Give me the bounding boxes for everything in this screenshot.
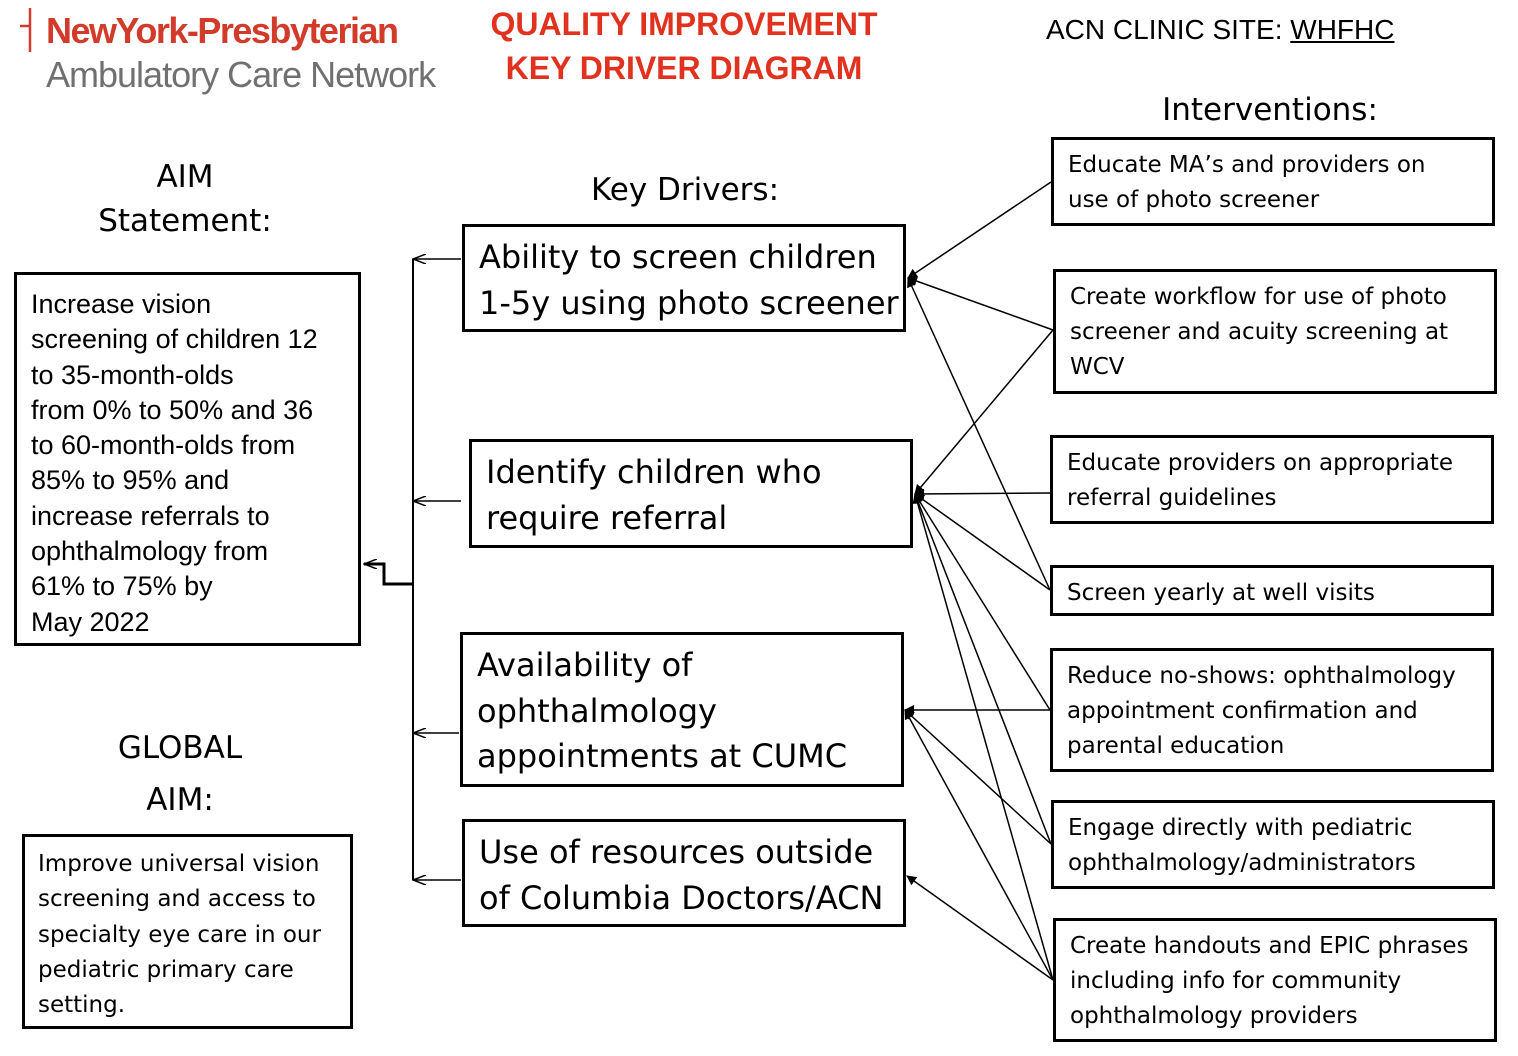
spine-to-aim-arrow	[364, 564, 413, 586]
key-driver-box-screening: Ability to screen children 1-5y using ph…	[462, 224, 906, 332]
global-aim-line: Improve universal vision	[38, 851, 320, 877]
global-aim-heading-line2: AIM:	[146, 782, 214, 818]
intervention-to-driver-arrow	[914, 488, 1051, 499]
intervention-line: Create handouts and EPIC phrases	[1070, 933, 1469, 959]
clinic-site-value: WHFHC	[1290, 14, 1395, 45]
intervention-line: WCV	[1070, 354, 1125, 380]
aim-heading-line1: AIM	[156, 159, 214, 195]
intervention-to-driver-arrow	[906, 875, 1054, 981]
intervention-line: use of photo screener	[1068, 187, 1320, 213]
aim-line: to 60-month-olds from	[31, 430, 296, 461]
intervention-box-educate-ma: Educate MA’s and providers on use of pho…	[1051, 137, 1495, 226]
global-aim-line: specialty eye care in our	[38, 921, 321, 948]
intervention-line: referral guidelines	[1067, 485, 1277, 511]
driver-line: ophthalmology	[477, 691, 717, 730]
intervention-to-driver-arrow	[907, 181, 1052, 279]
intervention-to-driver-arrow	[914, 493, 1051, 591]
key-driver-box-availability: Availability of ophthalmology appointmen…	[460, 632, 904, 787]
diagram-title-line1: QUALITY IMPROVEMENT	[490, 6, 878, 42]
interventions-heading: Interventions:	[1162, 92, 1378, 128]
intervention-line: ophthalmology providers	[1070, 1003, 1358, 1029]
aim-heading-line2: Statement:	[98, 203, 272, 239]
aim-line: increase referrals to	[31, 500, 270, 531]
aim-line: 85% to 95% and	[31, 465, 230, 496]
logo-subtitle: Ambulatory Care Network	[46, 54, 436, 95]
intervention-line: Engage directly with pediatric	[1068, 815, 1413, 841]
logo-title: NewYork-Presbyterian	[46, 10, 399, 51]
global-aim-heading-line1: GLOBAL	[117, 730, 243, 766]
intervention-to-driver-arrow	[914, 329, 1054, 495]
intervention-box-workflow: Create workflow for use of photo screene…	[1053, 269, 1497, 394]
intervention-line: screener and acuity screening at	[1070, 319, 1449, 345]
clinic-site-label: ACN CLINIC SITE:	[1046, 14, 1291, 45]
driver-line: Availability of	[477, 646, 693, 684]
aim-line: Increase vision	[31, 289, 212, 319]
driver-line: Ability to screen children	[479, 238, 877, 276]
aim-line: May 2022	[31, 606, 150, 637]
intervention-box-no-shows: Reduce no-shows: ophthalmology appointme…	[1050, 648, 1494, 772]
intervention-to-driver-arrow	[914, 493, 1051, 711]
intervention-line: Screen yearly at well visits	[1067, 580, 1375, 606]
intervention-to-driver-arrow	[904, 709, 1052, 845]
driver-line: require referral	[486, 498, 728, 537]
aim-line: to 35-month-olds	[31, 359, 234, 390]
aim-statement-box: Increase vision screening of children 12…	[14, 272, 361, 646]
driver-line: of Columbia Doctors/ACN	[479, 878, 884, 917]
intervention-to-driver-arrow	[912, 493, 1054, 981]
intervention-box-engage-ophthalmology: Engage directly with pediatric ophthalmo…	[1051, 800, 1495, 889]
intervention-line: Create workflow for use of photo	[1070, 284, 1447, 310]
intervention-to-driver-arrow	[907, 276, 1054, 331]
aim-line: ophthalmology from	[31, 536, 269, 567]
global-aim-heading: GLOBAL AIM:	[55, 722, 305, 826]
intervention-to-driver-arrow	[913, 493, 1052, 845]
driver-line: Use of resources outside	[479, 833, 874, 871]
global-aim-line: setting.	[38, 992, 126, 1019]
intervention-line: ophthalmology/administrators	[1068, 850, 1416, 876]
global-aim-line: pediatric primary care	[38, 956, 294, 983]
driver-line: Identify children who	[486, 453, 822, 491]
key-drivers-heading: Key Drivers:	[590, 172, 780, 208]
intervention-line: appointment confirmation and	[1067, 698, 1418, 724]
intervention-to-driver-arrow	[907, 277, 1051, 591]
aim-line: screening of children 12	[31, 324, 318, 355]
driver-line: 1-5y using photo screener	[479, 283, 899, 322]
nyp-logo-mark-icon	[20, 8, 32, 52]
intervention-box-screen-yearly: Screen yearly at well visits	[1050, 565, 1494, 616]
intervention-line: Educate MA’s and providers on	[1068, 152, 1426, 178]
intervention-line: Educate providers on appropriate	[1067, 450, 1454, 476]
aim-heading: AIM Statement:	[60, 155, 310, 243]
global-aim-box: Improve universal vision screening and a…	[22, 834, 353, 1029]
intervention-line: including info for community	[1070, 968, 1402, 994]
key-driver-box-referral: Identify children who require referral	[469, 439, 913, 548]
clinic-site: ACN CLINIC SITE: WHFHC	[1046, 14, 1394, 46]
intervention-line: parental education	[1067, 733, 1285, 759]
intervention-line: Reduce no-shows: ophthalmology	[1067, 663, 1456, 689]
driver-line: appointments at CUMC	[477, 737, 848, 775]
intervention-box-handouts: Create handouts and EPIC phrases includi…	[1053, 918, 1497, 1042]
intervention-to-driver-arrow	[904, 709, 1054, 981]
diagram-title-line2: KEY DRIVER DIAGRAM	[505, 50, 863, 86]
aim-line: from 0% to 50% and 36	[31, 394, 314, 425]
intervention-box-referral-guidelines: Educate providers on appropriate referra…	[1050, 435, 1494, 524]
key-driver-box-resources: Use of resources outside of Columbia Doc…	[462, 819, 906, 927]
global-aim-line: screening and access to	[38, 886, 316, 913]
aim-line: 61% to 75% by	[31, 571, 213, 602]
